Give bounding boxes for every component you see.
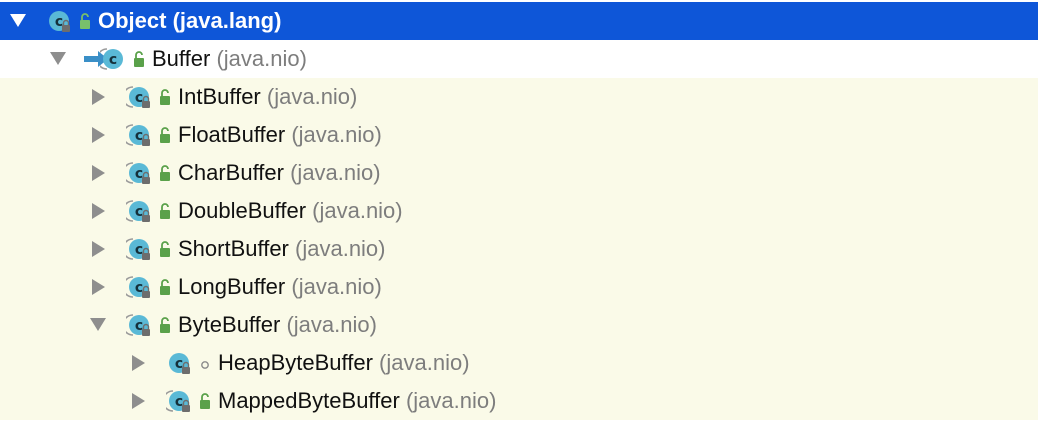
- tree-node-label: MappedByteBuffer (java.nio): [218, 388, 496, 414]
- abstract-class-locked-icon: c: [122, 84, 152, 110]
- svg-text:c: c: [55, 14, 63, 30]
- package-name: (java.nio): [379, 350, 470, 375]
- tree-node-label: LongBuffer (java.nio): [178, 274, 382, 300]
- class-name: Object: [98, 8, 167, 33]
- public-unlock-icon: [132, 50, 146, 68]
- svg-text:c: c: [135, 166, 143, 182]
- class-name: IntBuffer: [178, 84, 261, 109]
- package-name: (java.nio): [312, 198, 403, 223]
- svg-text:c: c: [109, 52, 117, 68]
- expand-triangle-down-icon[interactable]: [50, 52, 66, 65]
- tree-row[interactable]: c Object (java.lang): [0, 2, 1038, 40]
- tree-node-label: Object (java.lang): [98, 8, 281, 34]
- svg-text:c: c: [135, 90, 143, 106]
- class-name: ShortBuffer: [178, 236, 289, 261]
- svg-text:c: c: [175, 394, 183, 410]
- tree-row[interactable]: c Buffer (java.nio): [0, 40, 1038, 78]
- tree-row[interactable]: c FloatBuffer (java.nio): [0, 116, 1038, 154]
- package-name: (java.nio): [216, 46, 307, 71]
- abstract-class-locked-icon: c: [122, 198, 152, 224]
- package-name: (java.nio): [291, 274, 382, 299]
- class-name: LongBuffer: [178, 274, 286, 299]
- package-name: (java.nio): [405, 388, 497, 413]
- public-unlock-icon: [158, 88, 172, 106]
- expand-triangle-right-icon[interactable]: [92, 165, 105, 181]
- tree-node-label: CharBuffer (java.nio): [178, 160, 381, 186]
- expand-triangle-right-icon[interactable]: [92, 241, 105, 257]
- abstract-class-locked-icon: c: [122, 122, 152, 148]
- class-name: DoubleBuffer: [178, 198, 307, 223]
- class-name: MappedByteBuffer: [218, 388, 400, 413]
- tree-node-label: FloatBuffer (java.nio): [178, 122, 382, 148]
- class-locked-icon: c: [166, 350, 192, 376]
- tree-row[interactable]: c DoubleBuffer (java.nio): [0, 192, 1038, 230]
- package-private-dot-icon: [198, 354, 212, 372]
- svg-text:c: c: [135, 242, 143, 258]
- public-unlock-icon: [158, 240, 172, 258]
- abstract-class-locked-icon: c: [122, 160, 152, 186]
- tree-node-label: HeapByteBuffer (java.nio): [218, 350, 470, 376]
- class-name: Buffer: [152, 46, 211, 71]
- tree-empty-area: [0, 424, 1038, 440]
- public-unlock-icon: [158, 202, 172, 220]
- class-name: FloatBuffer: [178, 122, 286, 147]
- package-name: (java.nio): [290, 160, 381, 185]
- class-name: HeapByteBuffer: [218, 350, 373, 375]
- abstract-class-locked-icon: c: [162, 388, 192, 414]
- expand-triangle-down-icon[interactable]: [90, 318, 106, 331]
- public-unlock-icon: [198, 392, 212, 410]
- public-unlock-icon: [158, 126, 172, 144]
- abstract-class-icon: c: [96, 46, 126, 72]
- tree-node-label: IntBuffer (java.nio): [178, 84, 357, 110]
- expand-triangle-right-icon[interactable]: [92, 203, 105, 219]
- expand-triangle-down-icon[interactable]: [10, 14, 26, 27]
- public-unlock-icon: [158, 278, 172, 296]
- svg-text:c: c: [135, 318, 143, 334]
- tree-row[interactable]: c ShortBuffer (java.nio): [0, 230, 1038, 268]
- class-icon: c: [46, 8, 72, 34]
- tree-row[interactable]: c LongBuffer (java.nio): [0, 268, 1038, 306]
- expand-triangle-right-icon[interactable]: [92, 89, 105, 105]
- tree-row[interactable]: c ByteBuffer (java.nio): [0, 306, 1038, 344]
- tree-row[interactable]: c IntBuffer (java.nio): [0, 78, 1038, 116]
- expand-triangle-right-icon[interactable]: [132, 393, 145, 409]
- package-name: (java.nio): [266, 84, 358, 109]
- public-unlock-icon: [158, 164, 172, 182]
- svg-text:c: c: [135, 204, 143, 220]
- tree-node-label: ShortBuffer (java.nio): [178, 236, 386, 262]
- package-name: (java.nio): [295, 236, 386, 261]
- abstract-class-locked-icon: c: [122, 312, 152, 338]
- package-name: (java.lang): [172, 8, 282, 33]
- tree-row[interactable]: c CharBuffer (java.nio): [0, 154, 1038, 192]
- expand-triangle-right-icon[interactable]: [92, 279, 105, 295]
- package-name: (java.nio): [291, 122, 382, 147]
- class-name: ByteBuffer: [178, 312, 281, 337]
- tree-row[interactable]: c MappedByteBuffer (java.nio): [0, 382, 1038, 420]
- public-unlock-icon: [158, 316, 172, 334]
- svg-text:c: c: [135, 280, 143, 296]
- abstract-class-locked-icon: c: [122, 236, 152, 262]
- tree-node-label: DoubleBuffer (java.nio): [178, 198, 403, 224]
- public-unlock-icon: [78, 12, 92, 30]
- tree-node-label: ByteBuffer (java.nio): [178, 312, 377, 338]
- class-name: CharBuffer: [178, 160, 284, 185]
- expand-triangle-right-icon[interactable]: [92, 127, 105, 143]
- svg-text:c: c: [135, 128, 143, 144]
- tree-row[interactable]: c HeapByteBuffer (java.nio): [0, 344, 1038, 382]
- tree-node-label: Buffer (java.nio): [152, 46, 307, 72]
- svg-text:c: c: [175, 356, 183, 372]
- expand-triangle-right-icon[interactable]: [132, 355, 145, 371]
- abstract-class-locked-icon: c: [122, 274, 152, 300]
- package-name: (java.nio): [286, 312, 377, 337]
